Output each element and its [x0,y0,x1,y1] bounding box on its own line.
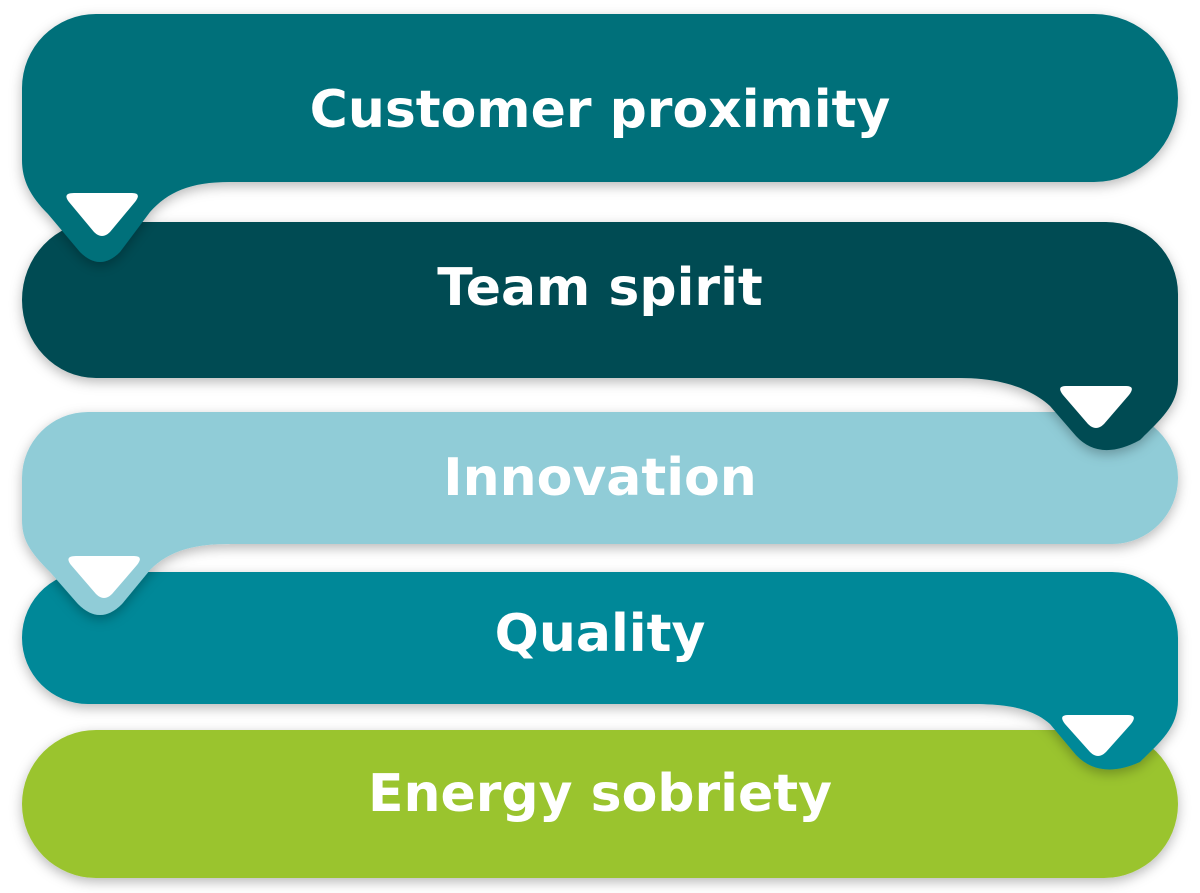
bar-customer-proximity [22,14,1178,262]
bar-energy-sobriety [22,730,1178,878]
tab-notch-customer-proximity [66,193,138,236]
label-energy-sobriety: Energy sobriety [368,764,832,824]
step-quality: Quality [21,571,1179,770]
label-innovation: Innovation [443,448,757,508]
bar-team-spirit [22,222,1178,451]
tab-notch-innovation [68,556,140,598]
bar-quality [21,571,1179,770]
tab-notch-team-spirit [1060,386,1132,428]
step-team-spirit: Team spirit [22,222,1178,451]
step-innovation: Innovation [22,412,1178,615]
label-quality: Quality [495,604,706,664]
label-team-spirit: Team spirit [437,258,763,318]
label-customer-proximity: Customer proximity [310,80,891,140]
bar-innovation [22,412,1178,615]
step-customer-proximity: Customer proximity [22,14,1178,262]
step-energy-sobriety: Energy sobriety [22,730,1178,878]
tab-notch-quality [1062,715,1134,756]
